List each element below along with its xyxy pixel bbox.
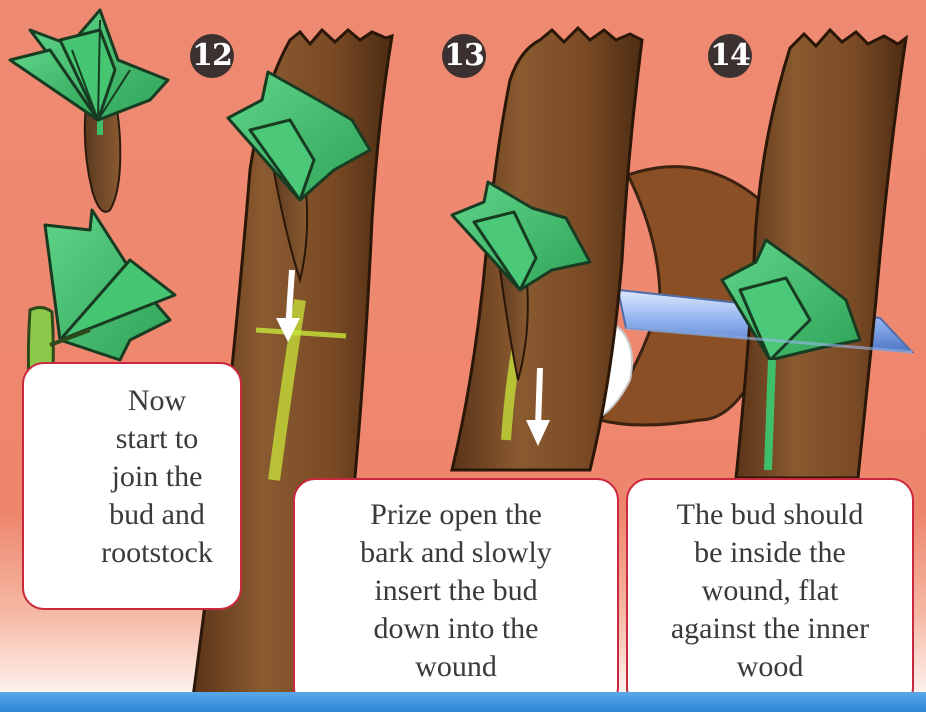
step-badge-14: 14 bbox=[708, 34, 752, 78]
intro-caption-box: Now start to join the bud and rootstock bbox=[22, 362, 242, 610]
caption-box-step-12: Prize open the bark and slowly insert th… bbox=[293, 478, 619, 710]
bottom-bar bbox=[0, 692, 926, 712]
step-badge-12: 12 bbox=[190, 34, 234, 78]
loose-bud bbox=[10, 10, 168, 212]
step-badge-13: 13 bbox=[442, 34, 486, 78]
caption-box-step-14: The bud should be inside the wound, flat… bbox=[626, 478, 914, 710]
caption-text-step-12: Prize open the bark and slowly insert th… bbox=[360, 498, 552, 683]
intro-caption-text: Now start to join the bud and rootstock bbox=[101, 384, 213, 569]
caption-text-step-14: The bud should be inside the wound, flat… bbox=[671, 498, 869, 683]
